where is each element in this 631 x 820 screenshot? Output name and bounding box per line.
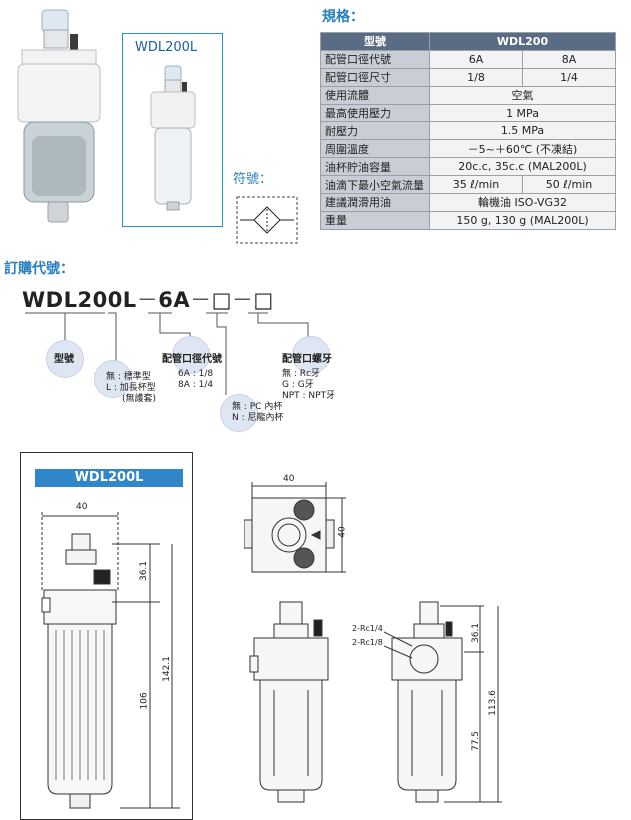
- thread-rc: 無 : Rc牙: [282, 369, 320, 379]
- order-heading: 訂購代號：: [4, 261, 74, 277]
- bubble-cup: [94, 360, 132, 398]
- row-value: 1 MPa: [429, 103, 616, 123]
- row-label: 配管口徑代號: [320, 49, 430, 69]
- product-frame: WDL200L: [122, 33, 223, 227]
- row-value: 35 ℓ/min: [429, 175, 523, 195]
- table-row: 配管口徑代號 6A 8A: [320, 49, 617, 69]
- row-label: 最高使用壓力: [320, 103, 430, 123]
- top-view-drawing: [244, 482, 346, 573]
- spec-heading: 規格：: [322, 9, 364, 25]
- row-label: 油杯貯油容量: [320, 157, 430, 177]
- row-value: 輪機油 ISO-VG32: [429, 193, 616, 212]
- dim-right-body: 77.5: [471, 730, 482, 752]
- table-row: 最高使用壓力 1 MPa: [320, 103, 616, 123]
- cup-std: 無 : 標準型: [106, 372, 151, 382]
- table-row: 建議潤滑用油 輪機油 ISO-VG32: [320, 193, 616, 212]
- row-value: 1/8: [429, 67, 523, 87]
- table-row: 油杯貯油容量 20c.c, 35c.c (MAL200L): [320, 157, 616, 177]
- bubble-thread: [292, 336, 330, 374]
- spec-header-label: 型號: [320, 32, 430, 51]
- row-label: 油滴下最小空氣流量: [320, 175, 430, 195]
- bubble-model: [46, 340, 84, 378]
- thread-title: 配管口螺牙: [282, 354, 332, 365]
- table-row: 周圍溫度 －5~＋60℃ (不凍結): [320, 139, 616, 159]
- order-label-thread: 配管口螺牙 無 : Rc牙 G : G牙 NPT : NPT牙: [282, 350, 335, 402]
- bubble-fitting: [220, 394, 258, 432]
- dim-left-total: 142.1: [161, 656, 172, 682]
- bubble-size: [172, 336, 210, 374]
- order-code-dash: －: [136, 288, 159, 312]
- order-label-fitting: 無 : PC 內杯 N : 尼龍內杯: [232, 402, 284, 424]
- row-label: 重量: [320, 210, 430, 230]
- order-code-model: WDL200L: [22, 288, 137, 312]
- dim-top-height: 40: [337, 526, 348, 538]
- row-label: 周圍溫度: [320, 139, 430, 159]
- order-label-cup: 無 : 標準型 L : 加長杯型 (無護套): [106, 372, 156, 405]
- front-view-drawing: [41, 512, 180, 809]
- size-6a: 6A : 1/8: [178, 369, 214, 379]
- spec-header-row: 型號 WDL200: [320, 32, 616, 51]
- order-code-dash: －: [190, 288, 212, 312]
- product-photo-large: [17, 9, 101, 223]
- row-value: 50 ℓ/min: [521, 175, 617, 195]
- side-view-drawing: [384, 601, 502, 803]
- row-label: 使用流體: [320, 85, 430, 105]
- order-code: WDL200L－6A－□－□: [22, 284, 274, 314]
- thread-npt: NPT : NPT牙: [282, 391, 336, 401]
- dim-left-top: 36.1: [139, 560, 150, 582]
- fit-pc: 無 : PC 內杯: [232, 402, 283, 412]
- fit-nylon: N : 尼龍內杯: [232, 413, 284, 423]
- lubricator-symbol: [236, 196, 298, 244]
- port-label-2: 2-Rc1/8: [352, 638, 383, 647]
- row-value: 150 g, 130 g (MAL200L): [429, 210, 616, 230]
- row-label: 配管口徑尺寸: [320, 67, 430, 87]
- dim-left-body: 106: [139, 692, 150, 710]
- size-8a: 8A : 1/4: [178, 380, 214, 390]
- order-code-box: □: [253, 288, 274, 312]
- dim-left-width: 40: [76, 502, 88, 512]
- table-row: 油滴下最小空氣流量 35 ℓ/min 50 ℓ/min: [320, 175, 617, 195]
- order-label-model: 型號: [54, 354, 74, 365]
- symbol-label: 符號：: [233, 172, 273, 187]
- cup-long: L : 加長杯型: [106, 383, 156, 393]
- drawing-title: WDL200L: [35, 469, 183, 487]
- spec-table: 型號 WDL200 配管口徑代號 6A 8A 配管口徑尺寸 1/8 1/4 使用…: [320, 32, 617, 230]
- row-value: 1/4: [521, 67, 617, 87]
- dim-right-top: 36.1: [471, 622, 482, 644]
- order-code-size: 6A: [158, 288, 191, 312]
- row-label: 耐壓力: [320, 121, 430, 141]
- spec-header-model: WDL200: [429, 32, 616, 51]
- port-label-1: 2-Rc1/4: [352, 624, 383, 633]
- row-value: 8A: [521, 49, 617, 69]
- table-row: 重量 150 g, 130 g (MAL200L): [320, 210, 616, 230]
- row-value: 6A: [429, 49, 523, 69]
- product-photo-small: [150, 65, 196, 211]
- drawing-frame: WDL200L: [20, 452, 193, 820]
- dim-right-total: 113.6: [487, 690, 498, 716]
- thread-g: G : G牙: [282, 380, 314, 390]
- row-label: 建議潤滑用油: [320, 193, 430, 212]
- size-title: 配管口徑代號: [162, 354, 222, 365]
- cup-long-note: (無護套): [122, 394, 157, 404]
- order-code-dash: －: [231, 288, 254, 312]
- table-row: 使用流體 空氣: [320, 85, 616, 105]
- row-value: 20c.c, 35c.c (MAL200L): [429, 157, 616, 177]
- row-value: 1.5 MPa: [429, 121, 616, 141]
- product-label: WDL200L: [135, 40, 198, 55]
- front-view-small-drawing: [249, 601, 329, 803]
- row-value: －5~＋60℃ (不凍結): [429, 139, 616, 159]
- row-value: 空氣: [429, 85, 616, 105]
- order-label-size: 配管口徑代號 6A : 1/8 8A : 1/4: [162, 350, 222, 391]
- table-row: 耐壓力 1.5 MPa: [320, 121, 616, 141]
- order-code-box: □: [211, 288, 232, 312]
- table-row: 配管口徑尺寸 1/8 1/4: [320, 67, 617, 87]
- dim-top-width: 40: [283, 474, 295, 484]
